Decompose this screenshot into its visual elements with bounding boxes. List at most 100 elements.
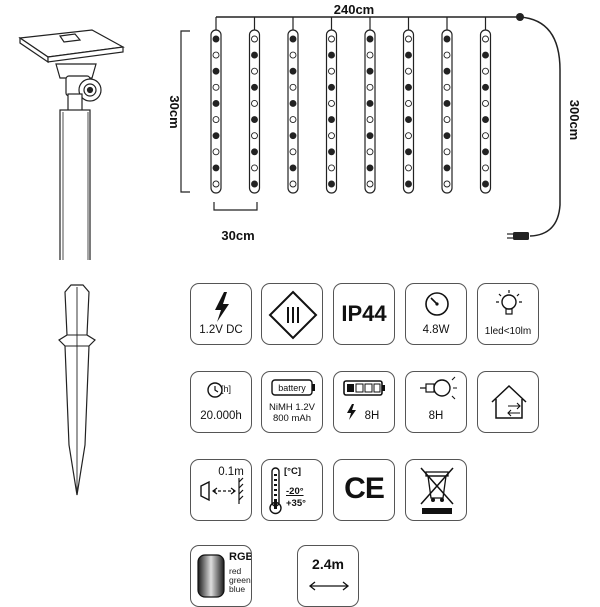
led-dot [482,83,489,91]
led-dot [482,51,489,59]
led-dot [289,116,297,124]
rgb-green: green [229,575,251,585]
led-dot [289,132,297,140]
rgb-gradient-icon [197,554,225,598]
temperature-max: +35° [286,498,306,509]
led-dot [405,67,412,75]
led-dot [289,83,297,91]
led-dot [405,180,412,188]
led-dot [251,51,258,59]
led-dot [212,99,220,107]
indoor-outdoor-tile [477,371,539,433]
battery-word: battery [278,383,306,393]
led-dot [482,180,489,188]
spacing-label: 30cm [221,228,254,243]
solar-panel-stake-illustration [18,29,125,260]
voltage-tile: 1.2V DC [190,283,252,345]
led-dot [251,164,258,172]
led-dot [328,116,335,124]
light-time-value: 8H [428,410,444,422]
rgb-red: red [229,566,242,576]
led-dot [328,35,335,43]
battery-icon [271,379,315,396]
led-dot [289,148,297,156]
led-dot [443,99,451,107]
led-dot [328,51,335,59]
led-dot [405,51,412,59]
power-gauge-icon [425,292,449,316]
temperature-unit: [°C] [284,466,301,477]
battery-capacity: 800 mAh [272,413,312,424]
led-dot [289,35,297,43]
led-dot [366,67,374,75]
led-dot [405,132,412,140]
hours-badge: [h] [221,384,232,394]
led-dot [251,35,258,43]
led-dot [212,132,220,140]
led-dot [405,148,412,156]
led-dot [443,164,451,172]
lumen-tile: 1led<10lm [477,283,539,345]
bulb-timer-icon [420,376,457,400]
weee-bin-icon [420,467,454,514]
rgb-tile: RGB red green blue [190,545,252,607]
distance-value: 0.1m [218,466,244,478]
led-dot [251,132,258,140]
led-dot [251,83,258,91]
height-dimension-line [180,30,190,193]
led-dot [482,67,489,75]
led-dot [328,164,335,172]
rgb-blue: blue [229,584,246,594]
led-dot [366,51,374,59]
led-dot [212,67,220,75]
led-dot [251,180,258,188]
cable-length-tile: 2.4m [297,545,359,607]
protection-class-tile [261,283,323,345]
battery-type: NiMH 1.2V [269,402,315,413]
ip-rating-value: IP44 [341,301,387,326]
led-dot [328,180,335,188]
led-dot [482,35,489,43]
led-dot [212,180,220,188]
supply-cable [519,16,561,237]
led-dot [289,180,297,188]
led-dot [482,164,489,172]
charging-battery-icon [343,380,385,420]
led-dot [251,116,258,124]
width-label: 240cm [334,2,374,17]
ce-mark-tile: CE [333,459,395,521]
led-dot [366,99,374,107]
indoor-outdoor-house-icon [491,384,527,419]
led-dot [328,99,335,107]
lightning-icon [215,292,229,322]
led-dot [405,164,412,172]
led-dot [366,116,374,124]
led-dot [482,99,489,107]
ground-spike-illustration [58,284,96,496]
led-dot [366,148,374,156]
led-dot [251,67,258,75]
led-dot [405,83,412,91]
led-dot [482,148,489,156]
cable-length-arrow-icon [308,581,350,591]
led-dot [251,148,258,156]
cable-length-value: 2.4m [312,556,344,572]
led-dot [482,116,489,124]
lifetime-tile: [h] 20.000h [190,371,252,433]
lifetime-value: 20.000h [200,410,242,422]
led-dot [366,164,374,172]
dimension-diagram: 240cm 30cm 30cm 300cm [18,2,582,260]
led-dot [212,51,220,59]
led-dot [443,132,451,140]
rgb-title: RGB [229,551,252,563]
led-dot [482,132,489,140]
weee-tile [405,459,467,521]
power-value: 4.8W [422,324,450,336]
distance-icon [200,477,244,504]
charge-time-tile: 8H [333,371,395,433]
led-dot [212,83,220,91]
voltage-value: 1.2V DC [199,324,243,336]
power-tile: 4.8W [405,283,467,345]
led-dot [366,180,374,188]
cable-length-label: 300cm [567,100,582,140]
